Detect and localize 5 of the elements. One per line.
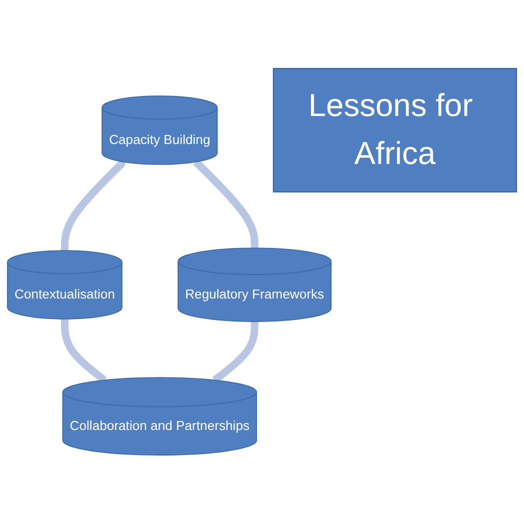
connector (60, 318, 107, 383)
connector (60, 158, 126, 250)
node-box: Lessons for Africa (272, 68, 517, 192)
connector (193, 158, 258, 248)
connector (212, 321, 258, 383)
